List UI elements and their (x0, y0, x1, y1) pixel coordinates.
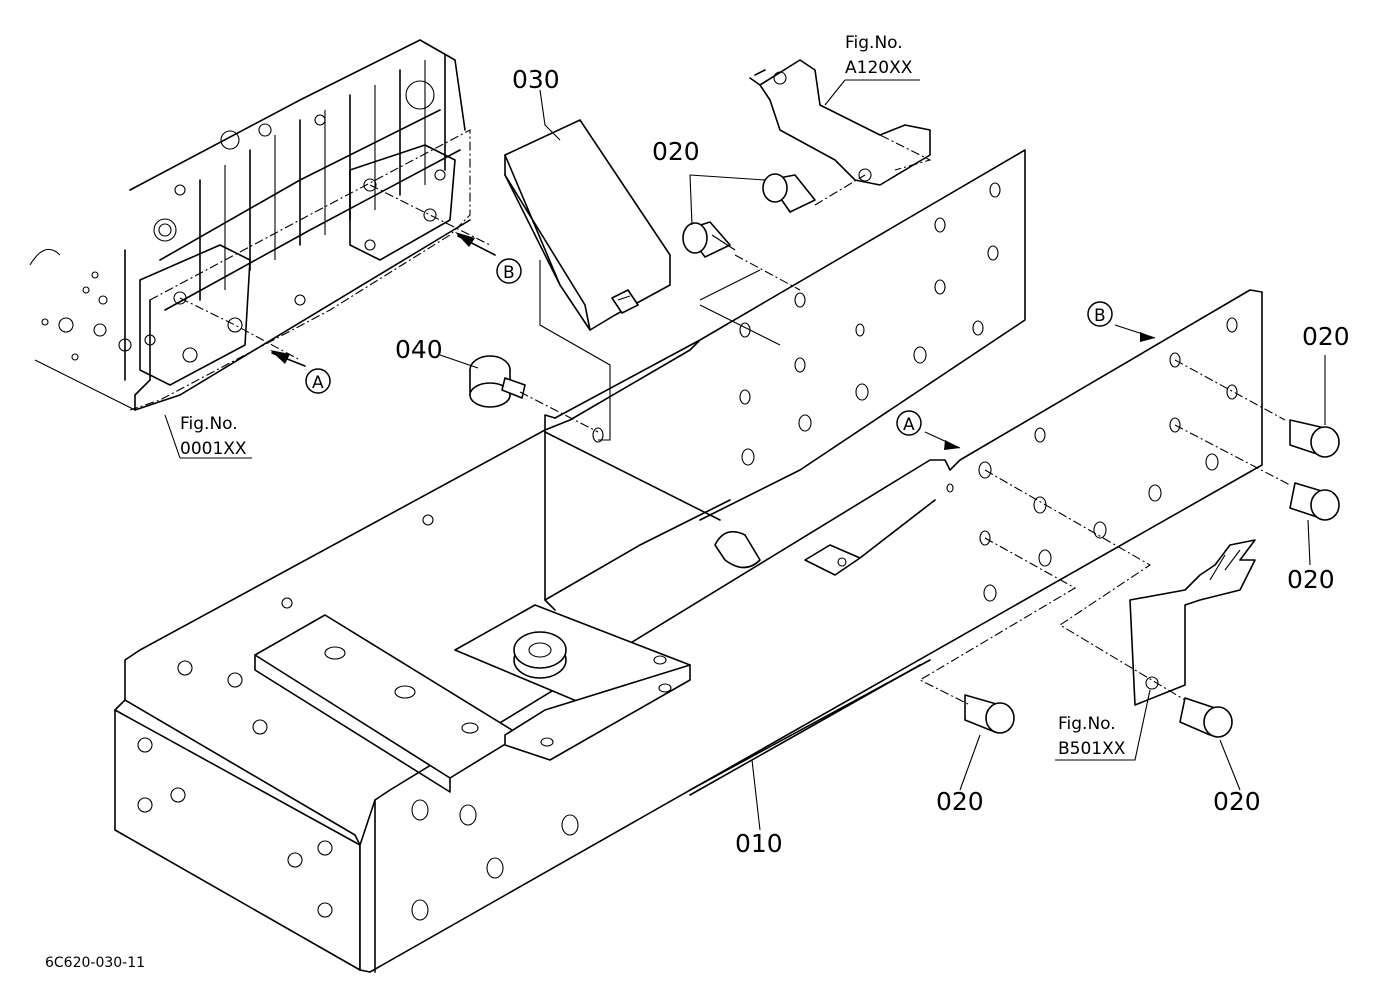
marker-b-frame: B (1087, 301, 1113, 327)
fig-label-upper: Fig.No. (845, 33, 903, 53)
cover-030-illustration (504, 119, 671, 441)
engine-block-illustration (29, 39, 471, 411)
svg-text:A: A (312, 373, 324, 393)
bolt-020-right-1 (1289, 419, 1340, 458)
label-020-lower-1: 020 (936, 787, 984, 816)
part-leaders (164, 79, 1326, 831)
marker-a-frame: A (896, 410, 922, 436)
bolt-020-upper-b (762, 173, 866, 213)
label-040: 040 (395, 335, 443, 364)
fig-label-lower: Fig.No. (1058, 714, 1116, 734)
svg-text:B: B (503, 263, 515, 283)
label-030: 030 (512, 65, 560, 94)
label-020-right-2: 020 (1287, 565, 1335, 594)
fig-ref-upper: A120XX (845, 58, 913, 78)
bolt-020-right-2 (1289, 482, 1340, 521)
upper-bracket-illustration (749, 59, 932, 186)
bolt-center-lines (699, 269, 1291, 706)
bolt-020-lower-2 (1179, 697, 1233, 738)
marker-b-engine: B (496, 258, 522, 284)
bolt-020-upper-a (682, 221, 801, 291)
bolt-020-lower-1 (964, 694, 1015, 734)
label-010: 010 (735, 829, 783, 858)
bolt-040 (469, 355, 599, 433)
drawing-code: 6C620-030-11 (45, 955, 145, 971)
lower-bracket-illustration (1129, 539, 1256, 706)
label-020-right-1: 020 (1302, 322, 1350, 351)
fig-ref-lower: B501XX (1058, 739, 1126, 759)
marker-a-engine: A (305, 368, 331, 394)
label-020-lower-2: 020 (1213, 787, 1261, 816)
label-020-upper: 020 (652, 137, 700, 166)
svg-text:A: A (903, 415, 915, 435)
svg-text:B: B (1094, 306, 1106, 326)
fig-ref-engine: 0001XX (180, 439, 247, 459)
engine-leaders (179, 184, 496, 367)
fig-label-engine: Fig.No. (180, 414, 238, 434)
frame-010-illustration (114, 149, 1263, 973)
